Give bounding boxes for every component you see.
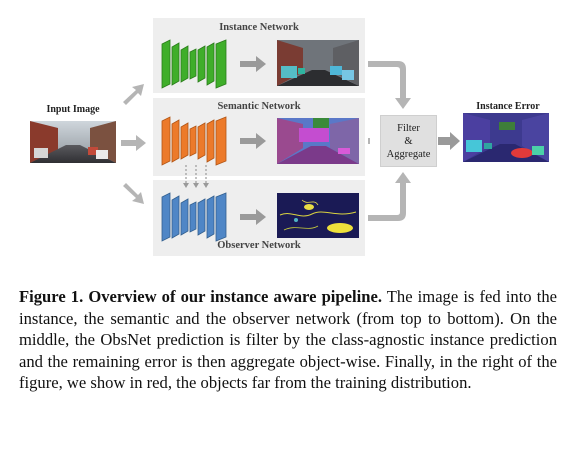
semantic-prediction-image: [277, 118, 359, 164]
observer-network-blocks: [161, 192, 227, 242]
figure-caption: Figure 1. Overview of our instance aware…: [19, 286, 557, 394]
semantic-network-blocks: [161, 116, 227, 166]
pipeline-diagram: [30, 39, 549, 242]
caption-title: Figure 1. Overview of our instance aware…: [19, 287, 382, 306]
instance-network-blocks: [161, 39, 227, 89]
semantic-network-label: Semantic Network: [217, 101, 301, 112]
filter-aggregate-box: Filter & Aggregate: [380, 115, 437, 167]
to-filter-arrows: [368, 61, 411, 221]
caption-body: The image is fed into the instance, the …: [19, 287, 557, 392]
input-image-label: Input Image: [46, 104, 100, 115]
network-output-arrows: [240, 56, 266, 225]
instance-error-image: [463, 113, 549, 162]
filter-output-arrow: [438, 132, 460, 150]
filter-line-1: Filter: [397, 122, 420, 134]
observer-network-label: Observer Network: [217, 240, 301, 251]
instance-prediction-image: [277, 40, 359, 86]
input-image: [30, 121, 116, 163]
input-arrows: [121, 84, 146, 204]
instance-network-label: Instance Network: [219, 22, 299, 33]
filter-line-2: &: [404, 135, 413, 147]
feature-transfer-arrows: [183, 165, 209, 188]
instance-error-label: Instance Error: [476, 101, 540, 112]
observer-prediction-image: [277, 193, 359, 238]
filter-line-3: Aggregate: [386, 148, 431, 160]
